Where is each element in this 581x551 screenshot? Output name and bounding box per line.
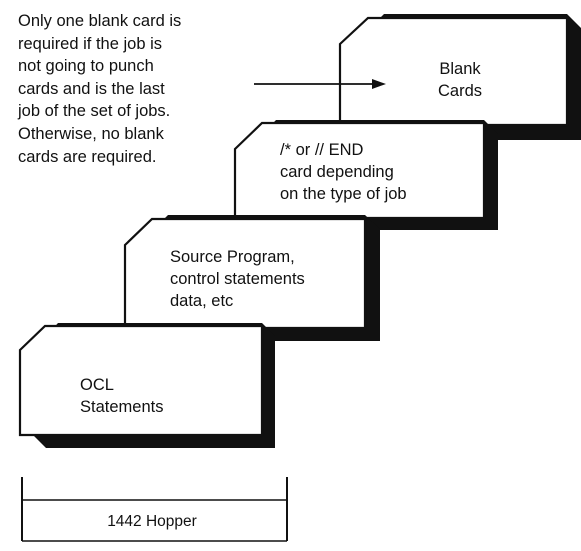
blank-cards-face — [338, 16, 569, 127]
blank-cards-card — [338, 14, 581, 140]
end-card-face — [233, 121, 486, 220]
blank-cards-label: Blank Cards — [437, 60, 482, 100]
ocl-statements-card — [18, 323, 275, 448]
hopper-bracket — [21, 477, 288, 542]
arrow-head — [372, 79, 386, 89]
source-program-card — [123, 215, 380, 341]
ocl-statements-face — [18, 324, 264, 437]
source-program-face — [123, 217, 367, 330]
blank-card-note: Only one blank card is required if the j… — [18, 12, 182, 166]
hopper-label: 1442 Hopper — [107, 513, 197, 530]
ocl-statements-label: OCL Statements — [80, 376, 164, 416]
source-program-label: Source Program, control statements data,… — [170, 248, 305, 310]
end-card — [233, 120, 498, 230]
pointer-arrow — [254, 79, 386, 89]
end-card-label: /* or // END card depending on the type … — [280, 141, 407, 203]
